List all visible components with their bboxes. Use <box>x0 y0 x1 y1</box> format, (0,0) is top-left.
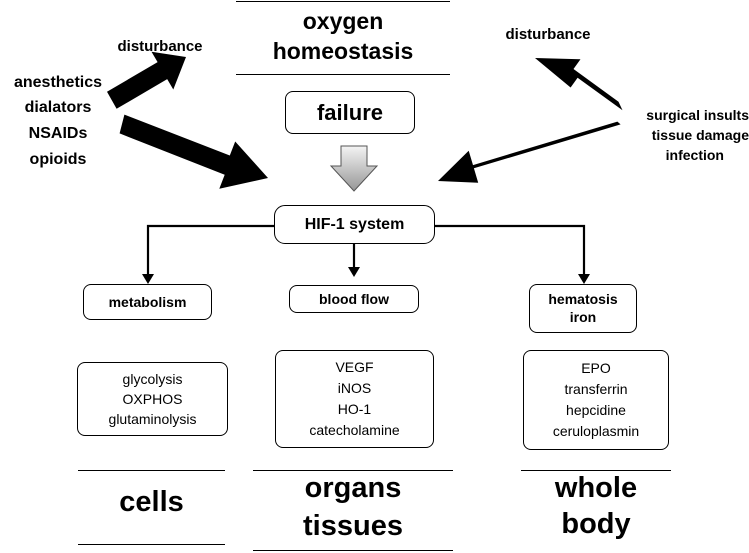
left-cause-opioids: opioids <box>29 151 87 168</box>
title-oxygen: oxygen <box>302 8 384 34</box>
item-ho-1: HO-1 <box>337 401 372 417</box>
body-top-rule <box>521 470 671 471</box>
left-cause-anesthetics: anesthetics <box>13 74 103 91</box>
item-catecholamine: catecholamine <box>309 422 400 438</box>
organs-bottom-rule <box>253 550 453 551</box>
left-causes-arrow <box>119 114 268 189</box>
cells-top-rule <box>78 470 225 471</box>
hematosis-iron-box: hematosis iron <box>529 284 637 333</box>
item-glutaminolysis: glutaminolysis <box>108 411 197 428</box>
level-whole: whole <box>554 472 638 504</box>
left-disturbance-label: disturbance <box>117 38 203 55</box>
arrowhead-metabolism <box>142 274 154 284</box>
right-cause-surgical-insults: surgical insults <box>646 107 749 123</box>
item-vegf: VEGF <box>335 359 374 375</box>
failure-to-hif-gray-arrow <box>329 145 379 192</box>
right-cause-tissue-damage: tissue damage <box>651 127 749 143</box>
level-cells: cells <box>119 486 184 518</box>
failure-box: failure <box>285 91 415 134</box>
blood-flow-label: blood flow <box>319 291 389 307</box>
right-disturbance-label: disturbance <box>505 26 591 43</box>
metabolism-box: metabolism <box>83 284 212 320</box>
connector-to-metabolism <box>146 224 274 276</box>
arrowhead-hematosis <box>578 274 590 284</box>
right-disturbance-arrow <box>535 58 623 111</box>
header-bottom-rule <box>236 74 450 75</box>
blood-flow-items-box: VEGF iNOS HO-1 catecholamine <box>275 350 434 448</box>
left-disturbance-arrow <box>107 51 186 109</box>
level-tissues: tissues <box>303 510 403 542</box>
item-transferrin: transferrin <box>564 381 628 397</box>
level-organs: organs <box>304 472 402 504</box>
level-body: body <box>561 508 631 540</box>
hematosis-items-box: EPO transferrin hepcidine ceruloplasmin <box>523 350 669 450</box>
left-cause-dialators: dialators <box>24 99 92 116</box>
item-glycolysis: glycolysis <box>122 370 183 387</box>
arrowhead-blood-flow <box>348 267 360 277</box>
right-cause-infection: infection <box>665 147 724 163</box>
iron-label: iron <box>569 308 597 325</box>
item-hepcidine: hepcidine <box>566 402 626 418</box>
header-top-rule <box>236 1 450 2</box>
hif-1-system-box: HIF-1 system <box>274 205 435 244</box>
connector-to-hematosis <box>435 224 586 276</box>
item-inos: iNOS <box>337 380 372 396</box>
organs-top-rule <box>253 470 453 471</box>
title-homeostasis: homeostasis <box>272 38 414 64</box>
cells-bottom-rule <box>78 544 225 545</box>
metabolism-items-box: glycolysis OXPHOS glutaminolysis <box>77 362 228 436</box>
item-ceruloplasmin: ceruloplasmin <box>552 423 640 439</box>
hematosis-label: hematosis <box>548 291 618 307</box>
hif-1-system-label: HIF-1 system <box>304 215 405 233</box>
blood-flow-box: blood flow <box>289 285 419 313</box>
metabolism-label: metabolism <box>108 294 187 310</box>
right-causes-arrow <box>438 121 621 183</box>
failure-label: failure <box>316 99 384 125</box>
left-cause-nsaids: NSAIDs <box>28 125 88 142</box>
item-epo: EPO <box>581 360 611 376</box>
item-oxphos: OXPHOS <box>122 390 183 407</box>
